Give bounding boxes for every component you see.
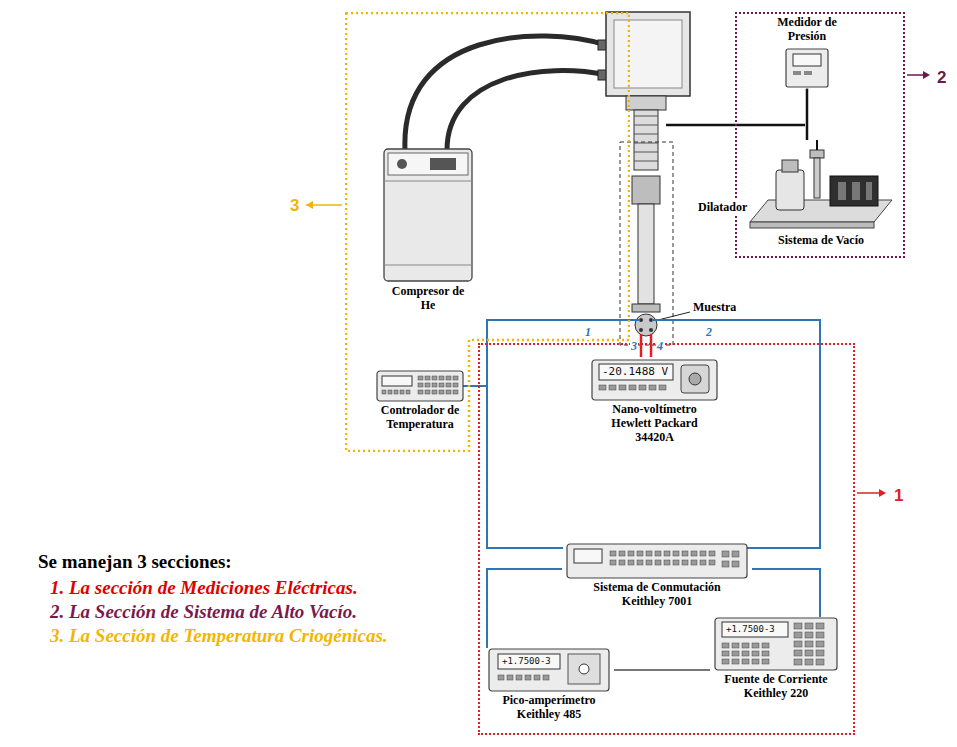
- column-rings: [634, 116, 658, 161]
- section-region: 3Compresor de HeControlador de Temperatu…: [345, 12, 630, 452]
- wire-number: 1: [584, 325, 592, 340]
- cable-connector: [806, 89, 809, 140]
- compressor-icon: [380, 145, 476, 283]
- dilator: [632, 176, 660, 204]
- section-caption: 3. La Sección de Temperatura Criogénicas…: [50, 625, 388, 647]
- part-label: Dilatador: [697, 200, 748, 215]
- display-readout: -20.1488 V: [602, 365, 668, 378]
- pressure-gauge-icon: [784, 47, 830, 89]
- instrument-node: Medidor de Presión: [762, 16, 852, 89]
- vacuum-pump-icon: [746, 140, 896, 232]
- instrument-label: Pico-amperímetro Keithley 485: [487, 694, 612, 722]
- callout-arrowhead: [306, 201, 313, 209]
- instrument-node: Controlador de Temperatura: [372, 370, 468, 432]
- instrument-label: Fuente de Corriente Keithley 220: [711, 673, 841, 701]
- instrument-label: Nano-voltímetro Hewlett Packard 34420A: [599, 403, 711, 444]
- instrument-icon: [566, 543, 748, 579]
- cryostat-flange: [626, 96, 666, 110]
- wire-number: 3: [630, 339, 638, 354]
- signal-wire: [463, 385, 487, 387]
- cable-connector: [487, 569, 562, 648]
- section-number: 3: [290, 197, 299, 214]
- signal-wire: [652, 320, 820, 548]
- instrument-icon: [376, 370, 464, 402]
- instrument-label: Sistema de Conmutación Keithley 7001: [577, 581, 737, 609]
- sample-disc: [635, 314, 657, 336]
- dilator-frame: [620, 142, 673, 345]
- section-caption: 1. La sección de Mediciones Eléctricas.: [50, 577, 358, 599]
- section-caption: 2. La Sección de Sistema de Alto Vacío.: [50, 601, 357, 623]
- helium-hose: [447, 71, 606, 150]
- instrument-icon: [488, 648, 610, 692]
- cold-finger: [638, 204, 654, 304]
- section-region: 1Nano-voltímetro Hewlett Packard 34420AS…: [478, 343, 855, 735]
- section-number: 1: [894, 487, 903, 504]
- legend-heading: Se manejan 3 secciones:: [38, 551, 232, 573]
- callout-arrowhead: [879, 489, 886, 497]
- section-number: 2: [937, 69, 946, 86]
- wire-number: 4: [656, 339, 664, 354]
- cable-connector: [752, 569, 820, 617]
- instrument-label: Controlador de Temperatura: [374, 404, 466, 432]
- cryostat-column: [634, 110, 658, 170]
- instrument-node: Compresor de He: [376, 145, 480, 313]
- instrument-node: Sistema de Vacío: [742, 140, 900, 248]
- leader-line: [658, 312, 690, 320]
- wire-number: 2: [705, 325, 713, 340]
- voltage-wire: [640, 334, 643, 357]
- instrument-node: Sistema de Conmutación Keithley 7001: [562, 543, 752, 609]
- helium-hose: [405, 36, 606, 150]
- cable-connector: [614, 669, 710, 671]
- instrument-label: Compresor de He: [383, 285, 473, 313]
- part-label: Muestra: [692, 300, 737, 315]
- section-region: 2Medidor de PresiónSistema de Vacío: [735, 12, 905, 258]
- display-readout: +1.7500-3: [502, 656, 551, 666]
- sample-holder: [632, 304, 660, 312]
- callout-arrowhead: [923, 71, 930, 79]
- cryostat-head: [606, 12, 690, 96]
- display-readout: +1.7500-3: [726, 624, 775, 634]
- cryostat-head: [614, 20, 682, 88]
- signal-wire: [487, 320, 640, 548]
- instrument-label: Sistema de Vacío: [746, 234, 896, 248]
- instrument-label: Medidor de Presión: [767, 16, 847, 44]
- voltage-wire: [650, 334, 653, 357]
